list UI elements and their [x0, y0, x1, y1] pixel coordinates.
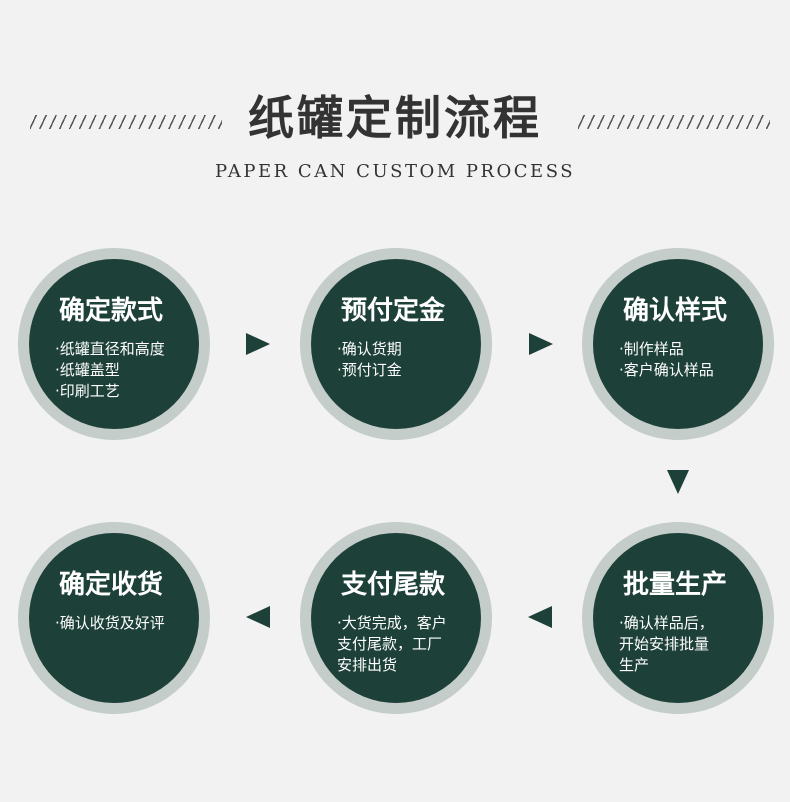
- step-6-inner: 确定收货 ·确认收货及好评: [29, 533, 199, 703]
- step-2-item: ·确认货期: [337, 340, 402, 358]
- step-1-circle: 确定款式 ·纸罐直径和高度 ·纸罐盖型 ·印刷工艺: [18, 248, 210, 440]
- step-1-items: ·纸罐直径和高度 ·纸罐盖型 ·印刷工艺: [55, 339, 165, 402]
- step-3-circle: 确认样式 ·制作样品 ·客户确认样品: [582, 248, 774, 440]
- arrow-right-icon: [246, 333, 270, 355]
- step-2-title: 预付定金: [341, 296, 446, 326]
- decorative-hatch-left: [30, 115, 222, 129]
- arrow-down-icon: [667, 470, 689, 494]
- step-1-item: ·纸罐直径和高度: [55, 340, 165, 358]
- step-3-title: 确认样式: [623, 296, 728, 326]
- step-5-items: ·大货完成，客户 支付尾款，工厂 安排出货: [337, 613, 447, 676]
- decorative-hatch-right: [578, 115, 770, 129]
- step-4-title: 批量生产: [623, 570, 728, 600]
- step-1-item: ·纸罐盖型: [55, 361, 120, 379]
- step-3-item: ·制作样品: [619, 340, 684, 358]
- step-5-item: 安排出货: [337, 656, 398, 674]
- step-5-inner: 支付尾款 ·大货完成，客户 支付尾款，工厂 安排出货: [311, 533, 481, 703]
- step-3-items: ·制作样品 ·客户确认样品: [619, 339, 714, 381]
- step-3-inner: 确认样式 ·制作样品 ·客户确认样品: [593, 259, 763, 429]
- step-2-circle: 预付定金 ·确认货期 ·预付订金: [300, 248, 492, 440]
- step-2-inner: 预付定金 ·确认货期 ·预付订金: [311, 259, 481, 429]
- step-6-title: 确定收货: [59, 570, 164, 600]
- step-4-inner: 批量生产 ·确认样品后， 开始安排批量 生产: [593, 533, 763, 703]
- arrow-left-icon: [528, 606, 552, 628]
- step-6-items: ·确认收货及好评: [55, 613, 165, 634]
- page-title: 纸罐定制流程: [248, 91, 542, 145]
- step-2-item: ·预付订金: [337, 361, 402, 379]
- step-4-item: 生产: [619, 656, 650, 674]
- page-subtitle: PAPER CAN CUSTOM PROCESS: [214, 161, 576, 182]
- step-4-item: ·确认样品后，: [619, 614, 714, 632]
- step-2-items: ·确认货期 ·预付订金: [337, 339, 402, 381]
- step-1-inner: 确定款式 ·纸罐直径和高度 ·纸罐盖型 ·印刷工艺: [29, 259, 199, 429]
- step-3-item: ·客户确认样品: [619, 361, 714, 379]
- step-5-item: ·大货完成，客户: [337, 614, 447, 632]
- step-4-item: 开始安排批量: [619, 635, 710, 653]
- step-6-circle: 确定收货 ·确认收货及好评: [18, 522, 210, 714]
- step-4-items: ·确认样品后， 开始安排批量 生产: [619, 613, 714, 676]
- step-4-circle: 批量生产 ·确认样品后， 开始安排批量 生产: [582, 522, 774, 714]
- step-5-title: 支付尾款: [341, 570, 446, 600]
- step-1-title: 确定款式: [59, 296, 164, 326]
- arrow-right-icon: [529, 333, 553, 355]
- step-6-item: ·确认收货及好评: [55, 614, 165, 632]
- step-5-circle: 支付尾款 ·大货完成，客户 支付尾款，工厂 安排出货: [300, 522, 492, 714]
- step-5-item: 支付尾款，工厂: [337, 635, 443, 653]
- arrow-left-icon: [246, 606, 270, 628]
- step-1-item: ·印刷工艺: [55, 382, 120, 400]
